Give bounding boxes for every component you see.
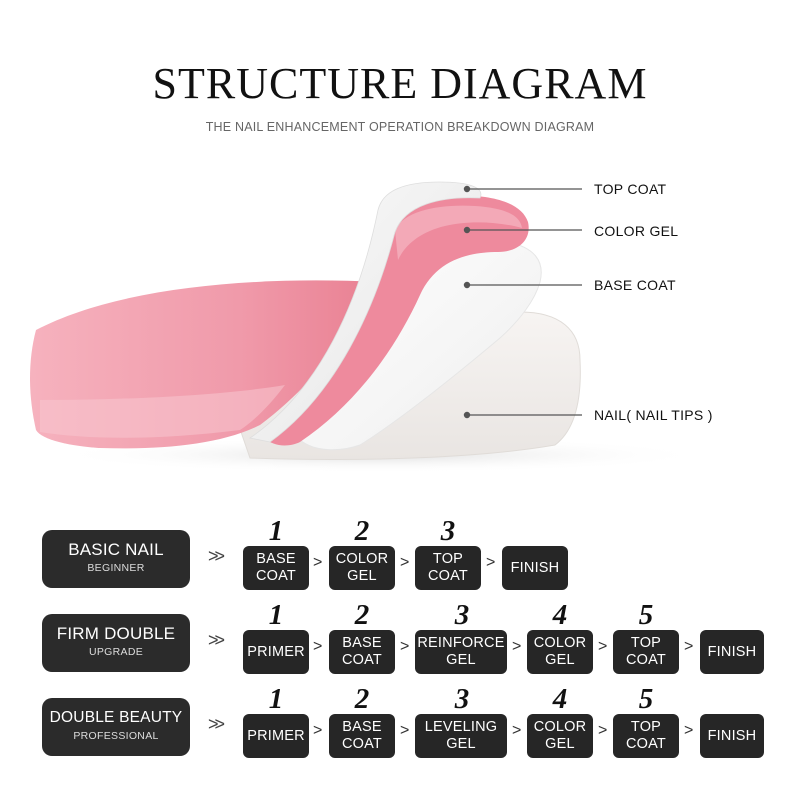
double-arrow-icon: >> xyxy=(208,630,225,650)
step-number: 4 xyxy=(552,683,568,715)
level-name: FIRM DOUBLE xyxy=(56,624,176,643)
step-number: 1 xyxy=(268,683,284,715)
step-number: 4 xyxy=(552,599,568,631)
color-gel-layer xyxy=(265,195,529,446)
page-subtitle: THE NAIL ENHANCEMENT OPERATION BREAKDOWN… xyxy=(205,120,595,134)
level-subtitle: UPGRADE xyxy=(88,646,144,658)
arrow-icon: > xyxy=(313,638,323,655)
level-name: DOUBLE BEAUTY xyxy=(49,709,183,726)
label-base-coat: BASE COAT xyxy=(594,277,676,293)
level-badge: FIRM DOUBLE UPGRADE xyxy=(42,614,190,672)
arrow-icon: > xyxy=(512,722,522,739)
label-color-gel: COLOR GEL xyxy=(594,223,679,239)
level-name: BASIC NAIL xyxy=(68,540,164,559)
arrow-icon: > xyxy=(598,638,608,655)
arrow-icon: > xyxy=(400,638,410,655)
color-gel-highlight xyxy=(395,205,522,260)
leader-lines xyxy=(463,185,582,419)
step-number: 3 xyxy=(454,683,470,715)
level-subtitle: BEGINNER xyxy=(87,562,145,574)
step-number: 5 xyxy=(638,683,654,715)
step-number: 1 xyxy=(268,599,284,631)
step-finish: FINISH xyxy=(502,546,568,590)
label-nail-tips: NAIL( NAIL TIPS ) xyxy=(594,407,713,423)
label-top-coat: TOP COAT xyxy=(594,181,667,197)
arrow-icon: > xyxy=(684,638,694,655)
process-row-firm-double: FIRM DOUBLE UPGRADE >> 1 PRIMER > 2 BASE… xyxy=(0,599,800,680)
arrow-icon: > xyxy=(684,722,694,739)
step-primer: PRIMER xyxy=(243,630,309,674)
step-number: 1 xyxy=(268,515,284,547)
arrow-icon: > xyxy=(313,722,323,739)
step-finish: FINISH xyxy=(700,714,764,758)
level-badge: DOUBLE BEAUTY PROFESSIONAL xyxy=(42,698,190,756)
arrow-icon: > xyxy=(400,722,410,739)
double-arrow-icon: >> xyxy=(208,546,225,566)
step-finish: FINISH xyxy=(700,630,764,674)
level-subtitle: PROFESSIONAL xyxy=(73,730,159,742)
arrow-icon: > xyxy=(512,638,522,655)
double-arrow-icon: >> xyxy=(208,714,225,734)
nail-body-highlight xyxy=(40,385,285,438)
step-primer: PRIMER xyxy=(243,714,309,758)
process-row-double-beauty: DOUBLE BEAUTY PROFESSIONAL >> 1 PRIMER >… xyxy=(0,683,800,764)
step-number: 3 xyxy=(454,599,470,631)
arrow-icon: > xyxy=(313,554,323,571)
step-number: 3 xyxy=(440,515,456,547)
step-number: 2 xyxy=(354,683,370,715)
arrow-icon: > xyxy=(598,722,608,739)
page-title: STRUCTURE DIAGRAM xyxy=(152,59,648,108)
step-number: 2 xyxy=(354,515,370,547)
step-number: 5 xyxy=(638,599,654,631)
arrow-icon: > xyxy=(400,554,410,571)
arrow-icon: > xyxy=(486,554,496,571)
step-number: 2 xyxy=(354,599,370,631)
level-badge: BASIC NAIL BEGINNER xyxy=(42,530,190,588)
